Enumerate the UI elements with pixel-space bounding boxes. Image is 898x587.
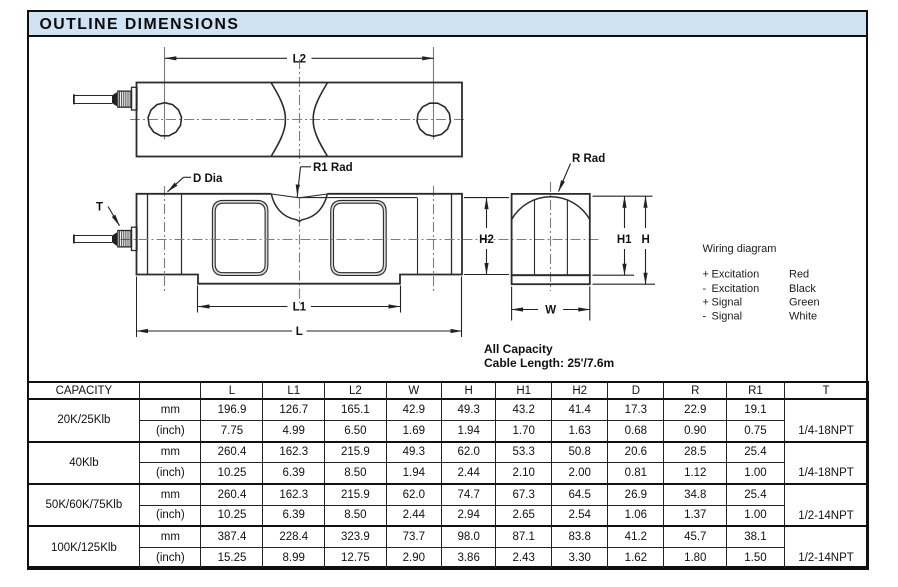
- svg-text:Red: Red: [789, 269, 809, 281]
- svg-text:Excitation: Excitation: [712, 269, 760, 281]
- svg-text:-: -: [703, 310, 707, 322]
- svg-text:L: L: [296, 326, 303, 338]
- svg-text:H2: H2: [479, 234, 494, 246]
- svg-text:L1: L1: [293, 302, 307, 314]
- svg-text:All Capacity: All Capacity: [484, 342, 553, 356]
- svg-text:D Dia: D Dia: [193, 173, 223, 185]
- svg-text:R Rad: R Rad: [572, 153, 605, 165]
- svg-text:H1: H1: [617, 234, 632, 246]
- svg-text:T: T: [96, 202, 103, 214]
- svg-text:Green: Green: [789, 297, 820, 309]
- svg-text:L2: L2: [293, 53, 306, 65]
- svg-text:Wiring diagram: Wiring diagram: [703, 243, 777, 255]
- svg-text:Signal: Signal: [712, 297, 743, 309]
- svg-text:W: W: [545, 305, 556, 317]
- svg-text:R1 Rad: R1 Rad: [313, 162, 353, 174]
- svg-text:Cable Length: 25'/7.6m: Cable Length: 25'/7.6m: [484, 356, 614, 370]
- svg-text:H: H: [641, 234, 649, 246]
- svg-text:Excitation: Excitation: [712, 283, 760, 295]
- svg-text:-: -: [703, 283, 707, 295]
- svg-text:+: +: [703, 269, 709, 281]
- svg-text:Black: Black: [789, 283, 816, 295]
- svg-text:White: White: [789, 310, 817, 322]
- svg-text:Signal: Signal: [712, 310, 743, 322]
- svg-text:+: +: [703, 297, 709, 309]
